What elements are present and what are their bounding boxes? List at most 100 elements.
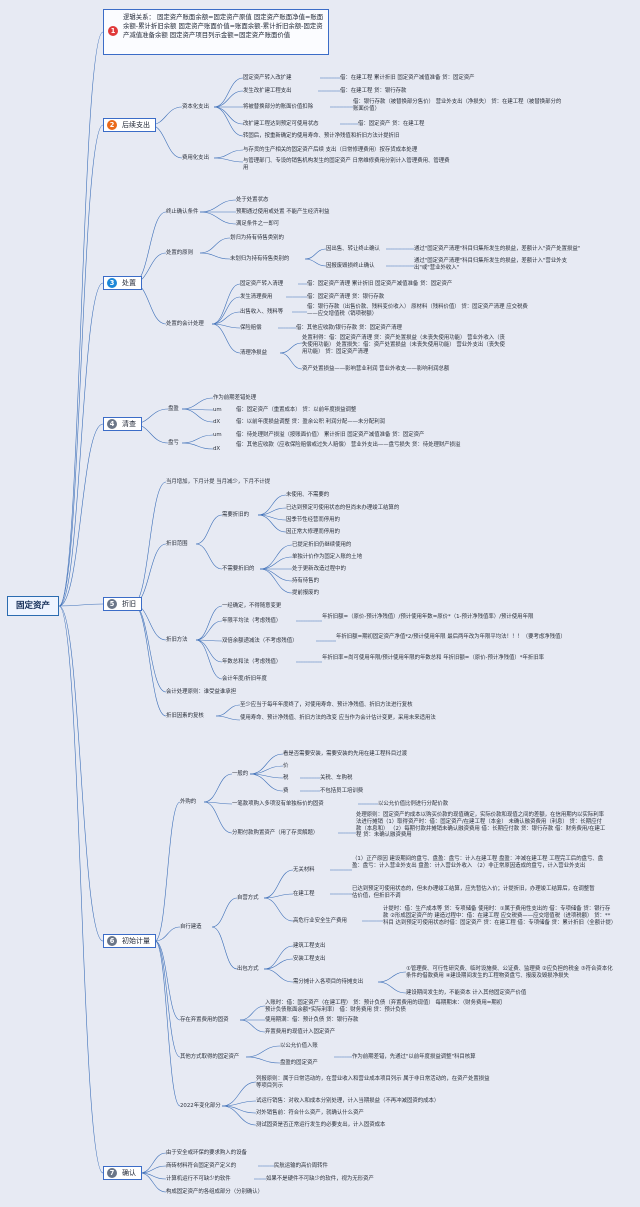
node-r4: 构成固定资产的各组成部分（分别确认）	[166, 1189, 264, 1195]
node-t3br: 借：固定资产清理 贷：银行存款	[307, 294, 385, 300]
depreciation-scope[interactable]: 折旧范围	[166, 541, 188, 547]
connector	[221, 1105, 257, 1126]
node-y4: 测试固资是否正常运行发生的必要支出，计入固资成本	[256, 1122, 386, 1128]
node-p2b: dX	[213, 446, 221, 452]
connector	[211, 323, 241, 329]
node-s1a4: 因正常大修理而停用的	[286, 529, 340, 535]
connector	[139, 1165, 167, 1174]
node-y1: 列报原则：属于日常活动的，在营业收入和营业成本项目列示 属于非日常活动的，在资产…	[256, 1076, 490, 1089]
accounting-principle: 会计处理原则：谁受益谁承担	[166, 689, 237, 695]
node-s2cr: 年折旧额=期初固定资产净值*2/预计使用年限 最后两年改为年限平均法！！！（要考…	[336, 634, 566, 640]
node-s4b: 使用寿命、预计净残值、折旧方法的改变 应当作为会计估计变更，采用未来适用法	[240, 715, 436, 721]
node-r2r: 民航运输的高价周转件	[274, 1163, 328, 1169]
node-t2a: 划归为持有待售类别的	[230, 235, 284, 241]
node-r3r: 如果不是硬件不可缺少的软件，视为无形资产	[266, 1176, 374, 1182]
node-s4a: 至少应当于每年年度终了，对使用寿命、预计净残值、折旧方法进行复核	[240, 702, 413, 708]
node-z1c: 高危行业安全生产费用	[293, 918, 347, 924]
node-c3[interactable]: 将被替换部分的账面价值扣除	[243, 104, 314, 110]
node-t2b2r: 通过"固定资产清理"科目归集所发生的损益，差额计入"营业外支出"或"营业外收入"	[414, 258, 567, 271]
node-z2c1: ①管理费、可行性研究费、临时设施费、公证费、监理费 ②应负担的税金 ③符合资本化…	[406, 966, 613, 979]
section-2-title: 后续支出	[122, 121, 150, 129]
section-5-depreciation[interactable]: 5 折旧	[103, 597, 142, 611]
connector	[279, 352, 303, 370]
connector	[304, 248, 327, 260]
connector	[181, 397, 214, 410]
section-3-disposal[interactable]: 3 处置	[103, 276, 142, 290]
connector	[199, 237, 231, 254]
node-r1: 由于安全或环保的要求购入的设备	[166, 1150, 247, 1156]
inventory-surplus[interactable]: 盘盈	[168, 406, 179, 412]
node-s1a2: 已达到预定可使用状态的但尚未办理竣工结算的	[286, 505, 400, 511]
disposal-accounting[interactable]: 处置的会计处理	[166, 321, 204, 327]
depreciation-review[interactable]: 折旧因素的复核	[166, 713, 204, 719]
number-badge-2: 2	[107, 120, 117, 130]
connector	[154, 926, 181, 942]
node-z1a: 无关材料	[293, 867, 315, 873]
connector	[221, 1081, 257, 1107]
node-z1ar: （1）正产原因 建设期间的盘亏、盘盈：盘亏：计入在建工程 盘盈：冲减在建工程 工…	[352, 856, 604, 869]
node-e2: 与管理部门、专设的销售机构发生的固定资产 日常维修费用分别计入管理费用、管理费用	[243, 158, 450, 171]
node-y3: 对外销售前：符合什么资产，就确认什么资产	[256, 1110, 364, 1116]
need-depreciation[interactable]: 需要折旧的	[222, 512, 249, 518]
other-acquisition[interactable]: 其他方式取得的固定资产	[180, 1054, 240, 1060]
changes-2022[interactable]: 2022年变化部分	[180, 1103, 221, 1109]
node-w3: 分期付款购置资产（用了存货解题）	[232, 830, 319, 836]
depreciation-timing: 当月增加，下月计提 当月减少，下月不计提	[166, 479, 271, 485]
node-c1[interactable]: 固定资产转入改扩建	[243, 75, 292, 81]
node-t3e2: 资产处置损益——影响营业利润 营业外收支——影响利润总额	[302, 366, 450, 372]
section-4-title: 清查	[122, 420, 136, 428]
node-w2r: 以公允价值比例进行分配价款	[378, 801, 449, 807]
connector	[239, 1019, 266, 1033]
depreciation-methods[interactable]: 折旧方法	[166, 637, 188, 643]
node-t2b[interactable]: 未划归为持有待售类别的	[230, 256, 290, 262]
connector	[195, 543, 223, 570]
connector	[263, 968, 294, 983]
node-w1cr: 关税、车购税	[320, 775, 353, 781]
contracted-out[interactable]: 出包方式	[237, 966, 259, 972]
self-operated[interactable]: 自营方式	[237, 895, 259, 901]
connector	[213, 106, 244, 137]
section-7-recognition[interactable]: 7 确认	[103, 1166, 142, 1180]
node-s2c: 双倍余额递减法（不考虑残值）	[222, 638, 298, 644]
root-node[interactable]: 固定资产	[7, 596, 59, 616]
node-c3r: 借：银行存款（被替换部分售价） 营业外支出（净损失） 贷：在建工程（被替换部分的…	[353, 99, 562, 112]
connector	[257, 507, 287, 516]
node-t3cr: 借：银行存款（出售价款、残料变价收入） 原材料（残料价值） 贷：固定资产清理 应…	[307, 304, 528, 317]
section-6-initial-measurement[interactable]: 6 初始计量	[103, 934, 156, 948]
disposal-cost-assets[interactable]: 存在弃置费用的固资	[180, 1017, 229, 1023]
connector	[249, 753, 284, 775]
connector	[139, 1152, 167, 1174]
self-constructed[interactable]: 自行建造	[180, 924, 202, 930]
expensed-expenditure[interactable]: 费用化支出	[182, 155, 209, 161]
section-4-inventory-check[interactable]: 4 清查	[103, 417, 142, 431]
connector	[213, 90, 244, 108]
node-z1br: 已达到预定可使用状态的，但未办理竣工结算，应先暂估入价；计提折旧，办理竣工结算后…	[352, 886, 595, 899]
purchased-general[interactable]: 一般的	[232, 771, 249, 777]
capitalized-expenditure[interactable]: 资本化支出	[182, 104, 209, 110]
connector	[211, 283, 241, 325]
derecognition-conditions[interactable]: 终止确认条件	[166, 209, 199, 215]
node-t3c: 出售收入、残料等	[240, 309, 284, 315]
purchased[interactable]: 外购的	[180, 799, 197, 805]
node-t3e: 清理净损益	[240, 350, 267, 356]
node-c4[interactable]: 改扩建工程达到预定可使用状态	[243, 121, 319, 127]
no-depreciation[interactable]: 不需要折旧的	[222, 566, 255, 572]
node-r3: 计算机运行不可缺少的软件	[166, 1176, 231, 1182]
inventory-shortage[interactable]: 盘亏	[168, 440, 179, 446]
node-e1: 与存货的生产相关的固定资产后续 支出（日常修理费用）按存货成本处理	[243, 147, 418, 153]
section-2-subsequent-expenditure[interactable]: 2 后续支出	[103, 118, 156, 132]
logic-relationship-text: 逻辑关系： 固定资产账面余额=固定资产原值 固定资产账面净值=账面余额-累计折旧…	[123, 13, 324, 39]
number-badge-1: 1	[108, 26, 118, 36]
connector	[58, 603, 104, 607]
node-p1br: 借：固定资产（重置成本） 贷：以前年度损益调整	[236, 407, 357, 413]
connector	[132, 603, 167, 693]
connector	[154, 801, 181, 942]
node-c4r: 借：固定资产 贷：在建工程	[358, 121, 425, 127]
section-1-logic-box[interactable]: 1 逻辑关系： 固定资产账面余额=固定资产原值 固定资产账面净值=账面余额-累计…	[103, 9, 329, 55]
disposal-principles[interactable]: 处置的原则	[166, 250, 193, 256]
connector	[195, 514, 223, 545]
section-3-title: 处置	[122, 279, 136, 287]
node-c2[interactable]: 发生改扩建工程支出	[243, 88, 292, 94]
node-s1b1: 已提足折旧仍继续使用的	[292, 542, 352, 548]
node-p1cr: 借：以前年度损益调整 贷：盈余公积 利润分配——未分配利润	[236, 419, 385, 425]
